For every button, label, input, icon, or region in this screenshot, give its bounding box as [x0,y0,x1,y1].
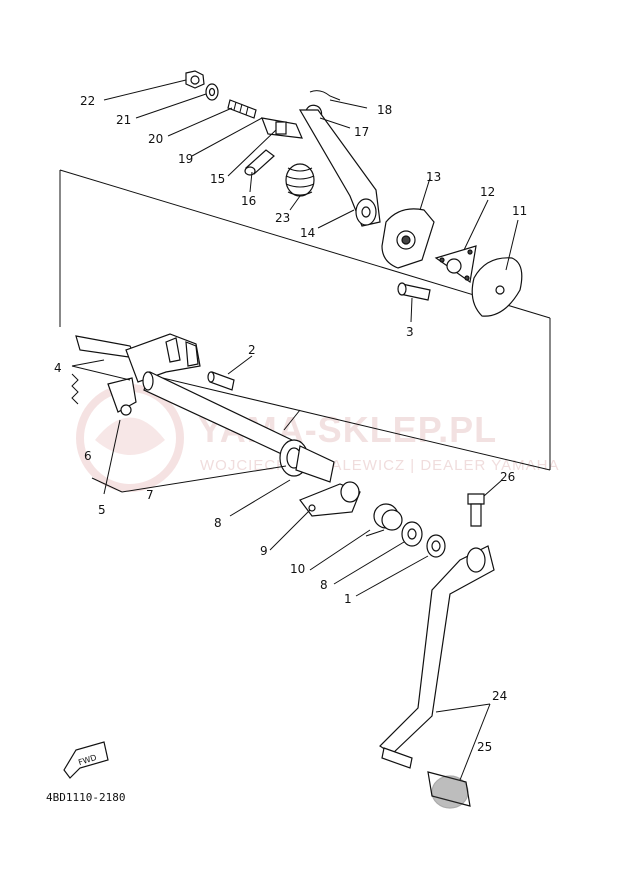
callout-22: 22 [80,94,95,108]
callout-8-upper: 8 [214,516,222,530]
callout-23: 23 [275,211,290,225]
callout-4: 4 [54,361,62,375]
part-7-shift-shaft [142,371,293,457]
assembly-frame [59,169,551,471]
part-12-plate [434,245,477,284]
callout-16: 16 [241,194,256,208]
callout-2: 2 [248,343,256,357]
part-21-washer [205,83,219,101]
callout-14: 14 [300,226,315,240]
callout-3: 3 [406,325,414,339]
callout-19: 19 [178,152,193,166]
fwd-arrow-icon: FWD [63,741,109,779]
callout-21: 21 [116,113,131,127]
callout-25: 25 [477,740,492,754]
part-16-pin [244,149,275,176]
part-4-shift-fork [75,333,201,383]
callout-18: 18 [377,103,392,117]
part-18-cotter-pin [309,90,341,101]
callout-26: 26 [500,470,515,484]
part-15-joint [261,117,303,139]
part-20-adjuster [227,99,257,119]
callout-9: 9 [260,544,268,558]
callout-numbers: 22 21 20 19 15 16 23 14 18 17 13 12 11 3… [54,94,527,754]
part-25-pedal-rubber [427,771,471,809]
leader-lines [71,79,519,781]
callout-24: 24 [492,689,507,703]
callout-1: 1 [344,592,352,606]
part-10-torsion-spring [365,503,403,537]
part-24-shift-pedal [379,545,495,769]
part-23-spring [285,163,315,197]
part-5-stopper [107,377,137,416]
part-8-oil-seal [279,409,335,483]
part-26-bolt [467,493,485,527]
part-6-spring [71,373,79,405]
part-9-lever [299,481,361,517]
part-11-cover [471,257,523,317]
part-14-shift-rod [298,109,381,227]
callout-11: 11 [512,204,527,218]
callout-6: 6 [84,449,92,463]
part-8-washer [401,521,423,547]
part-13-shift-arm [381,208,435,269]
callout-17: 17 [354,125,369,139]
callout-8-lower: 8 [320,578,328,592]
callout-20: 20 [148,132,163,146]
callout-10: 10 [290,562,305,576]
part-2-pin [207,371,235,391]
part-22-nut [185,70,205,89]
part-3-bolt [397,282,431,301]
part-1-collar [426,534,446,558]
callout-12: 12 [480,185,495,199]
callout-7: 7 [146,488,154,502]
callout-15: 15 [210,172,225,186]
diagram-code: 4BD1110-2180 [46,791,125,804]
callout-5: 5 [98,503,106,517]
callout-13: 13 [426,170,441,184]
